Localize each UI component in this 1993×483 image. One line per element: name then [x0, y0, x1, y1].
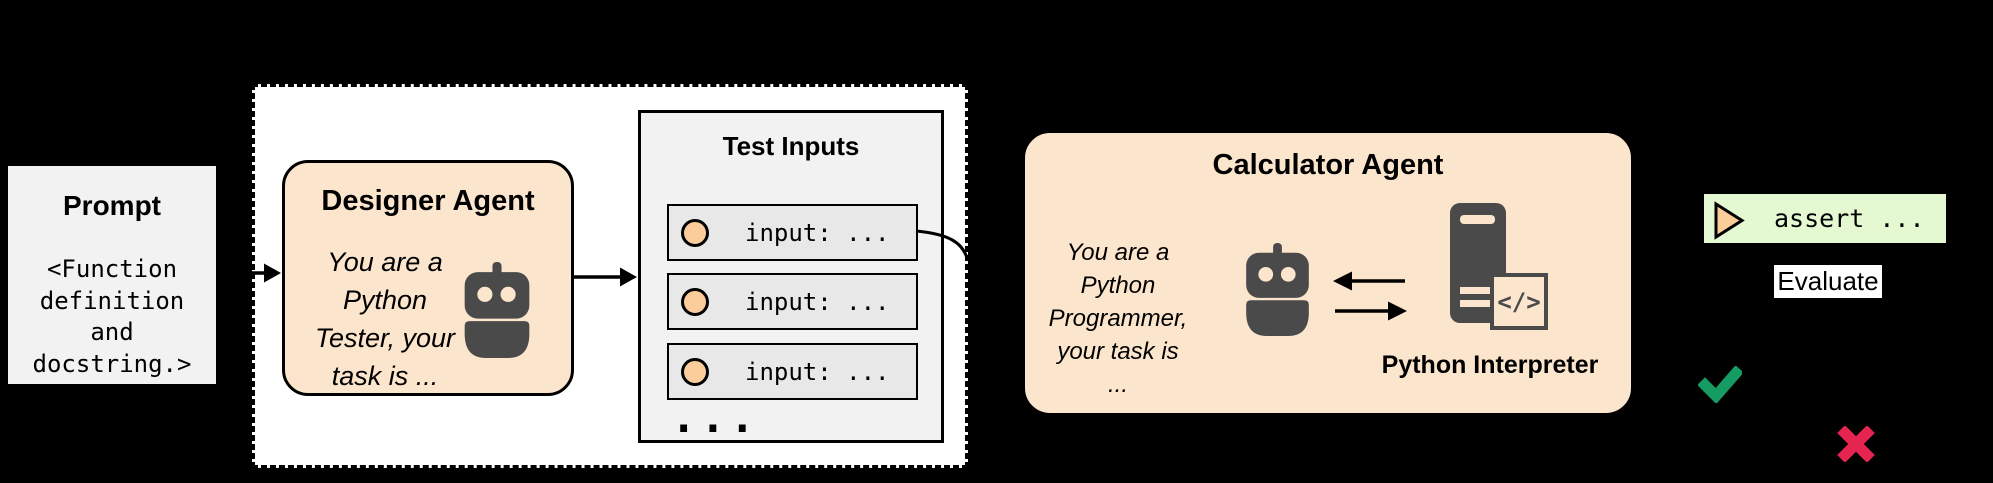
play-icon [1714, 201, 1745, 240]
test-inputs-box: Test Inputs input: ... input: ... input:… [638, 110, 944, 443]
robot-icon [464, 262, 530, 358]
evaluate-label: Evaluate [1772, 263, 1884, 300]
test-input-label: input: ... [745, 287, 890, 316]
system-prompt-line: ... [1107, 371, 1128, 398]
system-prompt-line: Python [1080, 272, 1156, 299]
orange-circle-bullet-icon [681, 287, 709, 316]
system-prompt-line: You are a [1066, 239, 1170, 266]
prompt-line: <Function [46, 255, 178, 283]
prompt-box: Prompt <Function definition and docstrin… [5, 163, 219, 387]
system-prompt-line: Python [342, 285, 428, 315]
test-input-label: input: ... [745, 357, 890, 386]
system-prompt-line: Tester, your [314, 323, 456, 353]
assert-box: assert ... [1702, 192, 1948, 245]
designer-system-prompt: You are a Python Tester, your task is ..… [295, 243, 475, 395]
designer-agent-box: Designer Agent You are a Python Tester, … [282, 160, 574, 396]
server-slot [1460, 215, 1495, 224]
calculator-agent-title: Calculator Agent [1212, 149, 1444, 181]
system-prompt-line: your task is [1057, 338, 1179, 365]
server-stripe [1460, 300, 1490, 307]
designer-agent-title: Designer Agent [321, 185, 535, 217]
test-input-row: input: ... [667, 273, 918, 330]
cross-icon [1837, 426, 1875, 462]
test-inputs-title: Test Inputs [722, 131, 860, 161]
test-input-label: input: ... [745, 218, 890, 247]
python-interpreter-label: Python Interpreter [1381, 351, 1599, 379]
system-prompt-line: You are a [327, 247, 443, 277]
server-stripe [1460, 287, 1490, 294]
robot-icon [1246, 243, 1309, 336]
check-icon [1698, 366, 1742, 403]
prompt-line: definition [39, 286, 185, 315]
prompt-line: docstring.> [32, 349, 192, 378]
ellipsis-label: ... [671, 393, 759, 442]
calculator-system-prompt: You are a Python Programmer, your task i… [1033, 236, 1203, 401]
system-prompt-line: task is ... [331, 361, 439, 391]
prompt-line: and [90, 318, 134, 346]
code-icon: </> [1490, 273, 1548, 330]
orange-circle-bullet-icon [681, 357, 709, 386]
test-input-row: input: ... [667, 204, 918, 261]
test-input-row: input: ... [667, 343, 918, 400]
calculator-agent-box: Calculator Agent You are a Python Progra… [1022, 130, 1634, 416]
assert-label: assert ... [1774, 204, 1925, 233]
system-prompt-line: Programmer, [1048, 305, 1188, 332]
prompt-title: Prompt [63, 190, 161, 221]
prompt-body: <Function definition and docstring.> [8, 254, 216, 380]
orange-circle-bullet-icon [681, 218, 709, 247]
